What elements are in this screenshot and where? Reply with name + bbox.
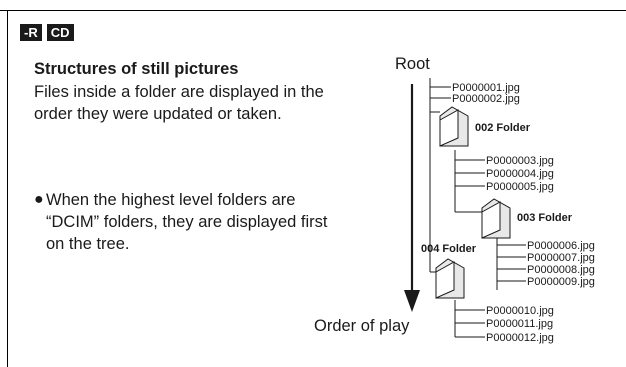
file-label: P0000009.jpg	[527, 276, 595, 288]
file-label: P0000005.jpg	[486, 181, 554, 193]
description: Structures of still pictures Files insid…	[34, 58, 334, 125]
bullet-item: ● When the highest level folders are “DC…	[34, 189, 334, 255]
folder-icon	[481, 198, 511, 239]
file-label: P0000010.jpg	[486, 305, 554, 317]
folder-label: 002 Folder	[475, 122, 531, 134]
tree-lines	[429, 78, 526, 338]
left-border	[7, 10, 8, 367]
bullet-dot-icon: ●	[34, 191, 44, 208]
file-label: P0000012.jpg	[486, 332, 554, 344]
disc-type-badges: -R CD	[20, 24, 74, 41]
file-label: P0000002.jpg	[452, 93, 520, 105]
description-paragraph: Files inside a folder are displayed in t…	[34, 83, 324, 123]
top-border	[0, 10, 626, 11]
order-arrow-head	[404, 290, 420, 312]
badge-cd: CD	[46, 24, 74, 41]
folder-label: 003 Folder	[517, 212, 573, 224]
file-label: P0000004.jpg	[486, 168, 554, 180]
folder-icon	[435, 258, 465, 299]
file-label: P0000001.jpg	[452, 82, 520, 94]
section-heading: Structures of still pictures	[34, 60, 239, 78]
root-label: Root	[395, 55, 430, 73]
bullet-text: When the highest level folders are “DCIM…	[46, 191, 328, 253]
file-label: P0000008.jpg	[527, 264, 595, 276]
folder-label: 004 Folder	[421, 243, 477, 255]
folder-icon	[439, 106, 469, 147]
file-label: P0000007.jpg	[527, 252, 595, 264]
file-label: P0000011.jpg	[486, 318, 553, 330]
order-of-play-label: Order of play	[314, 317, 410, 335]
badge-dvd-r: -R	[20, 24, 42, 41]
file-label: P0000003.jpg	[486, 155, 554, 167]
file-label: P0000006.jpg	[527, 240, 595, 252]
